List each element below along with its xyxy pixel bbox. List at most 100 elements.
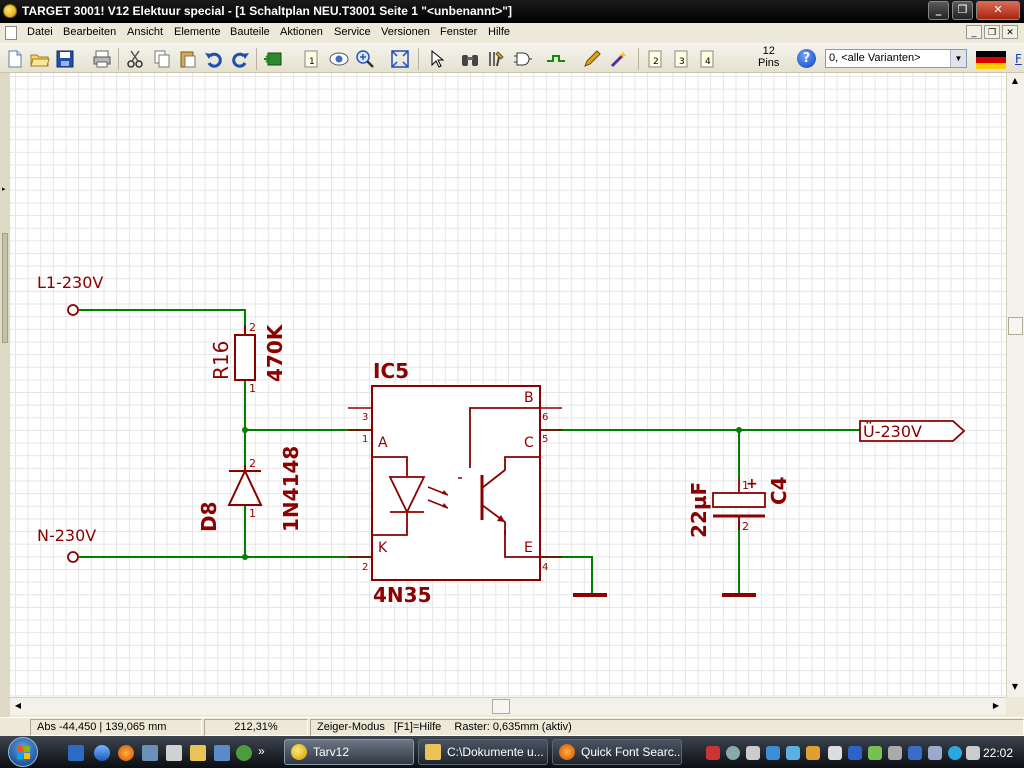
optocoupler-ic5[interactable]: IC5 4N35 A K B C E 3 1 2 6 5 4 <box>348 359 562 607</box>
binoculars-icon[interactable] <box>460 49 480 69</box>
app-quicklaunch-icon[interactable] <box>236 745 252 761</box>
minimize-button[interactable]: _ <box>928 1 949 20</box>
redo-icon[interactable] <box>230 49 250 69</box>
symbol-gate-icon[interactable] <box>513 49 533 69</box>
close-button[interactable]: ✕ <box>976 1 1020 20</box>
zoom-icon[interactable] <box>355 49 375 69</box>
calculator-icon[interactable] <box>166 745 182 761</box>
menu-versionen[interactable]: Versionen <box>381 26 430 38</box>
firefox-icon[interactable] <box>118 745 134 761</box>
menu-hilfe[interactable]: Hilfe <box>488 26 511 38</box>
menu-aktionen[interactable]: Aktionen <box>280 26 323 38</box>
tray-security-icon[interactable] <box>706 746 720 760</box>
start-button[interactable] <box>8 737 38 767</box>
panel-splitter[interactable] <box>2 233 8 343</box>
n-connector[interactable] <box>67 551 79 563</box>
tray-audio-icon[interactable] <box>746 746 760 760</box>
scroll-down-arrow-icon[interactable]: ▼ <box>1011 682 1019 691</box>
n-label[interactable]: N-230V <box>37 526 96 545</box>
junction-dot[interactable] <box>242 554 248 560</box>
mdi-minimize-button[interactable]: _ <box>966 25 982 39</box>
tray-monitor-icon[interactable] <box>786 746 800 760</box>
tray-speaker-icon[interactable] <box>888 746 902 760</box>
undo-icon[interactable] <box>204 49 224 69</box>
menu-ansicht[interactable]: Ansicht <box>127 26 164 38</box>
copy-icon[interactable] <box>152 49 172 69</box>
menu-fenster[interactable]: Fenster <box>440 26 478 38</box>
german-flag-icon[interactable] <box>976 51 1006 69</box>
print-icon[interactable] <box>92 49 112 69</box>
tray-update-icon[interactable] <box>726 746 740 760</box>
title-bar[interactable]: TARGET 3001! V12 Elektuur special - [1 S… <box>0 0 1024 23</box>
expand-arrow-icon[interactable]: ▸ <box>2 185 6 193</box>
language-link[interactable]: F <box>1015 52 1022 66</box>
l1-label[interactable]: L1-230V <box>37 273 103 292</box>
open-folder-icon[interactable] <box>30 49 50 69</box>
save-icon[interactable] <box>55 49 75 69</box>
l1-connector[interactable] <box>67 304 79 316</box>
menu-service[interactable]: Service <box>334 26 371 38</box>
scroll-up-arrow-icon[interactable]: ▲ <box>1011 76 1019 85</box>
task-firefox[interactable]: Quick Font Searc... <box>552 739 682 765</box>
tray-app-icon[interactable] <box>948 746 962 760</box>
menu-bearbeiten[interactable]: Bearbeiten <box>63 26 117 38</box>
view-eye-icon[interactable] <box>329 49 349 69</box>
junction-dot[interactable] <box>736 427 742 433</box>
mdi-restore-button[interactable]: ❐ <box>984 25 1000 39</box>
pen-icon[interactable] <box>582 49 602 69</box>
bluetooth-icon[interactable] <box>848 746 862 760</box>
restore-button[interactable]: ❐ <box>952 1 973 20</box>
folder-quicklaunch-icon[interactable] <box>190 745 206 761</box>
task-tarv12[interactable]: Tarv12 <box>284 739 414 765</box>
horizontal-scrollbar[interactable]: ◀ ▶ <box>10 697 1006 715</box>
horizontal-scroll-thumb[interactable] <box>492 699 510 714</box>
ie-icon[interactable] <box>94 745 110 761</box>
show-desktop-icon[interactable] <box>68 745 84 761</box>
pcb-layout-icon[interactable] <box>263 49 283 69</box>
help-icon[interactable]: ? <box>797 49 816 68</box>
tray-network-icon[interactable] <box>766 746 780 760</box>
vertical-scroll-thumb[interactable] <box>1008 317 1023 335</box>
wire-icon[interactable] <box>546 49 566 69</box>
media-icon[interactable] <box>214 745 230 761</box>
tray-app-icon[interactable] <box>966 746 980 760</box>
menu-bauteile[interactable]: Bauteile <box>230 26 270 38</box>
explorer-icon[interactable] <box>142 745 158 761</box>
tray-network-icon[interactable] <box>908 746 922 760</box>
task-explorer[interactable]: C:\Dokumente u... <box>418 739 548 765</box>
menu-datei[interactable]: Datei <box>27 26 53 38</box>
left-panel-gutter[interactable]: ▸ <box>0 73 10 717</box>
magic-wand-icon[interactable] <box>608 49 628 69</box>
page-2-icon[interactable]: 2 <box>645 49 665 69</box>
tools-icon[interactable] <box>486 49 506 69</box>
resistor-r16[interactable]: 2 1 R16 470K <box>209 321 287 395</box>
page-4-icon[interactable]: 4 <box>697 49 717 69</box>
variant-select[interactable]: 0, <alle Varianten> ▼ <box>825 49 967 68</box>
page-1-icon[interactable]: 1 <box>301 49 321 69</box>
junction-dot[interactable] <box>242 427 248 433</box>
mdi-close-button[interactable]: ✕ <box>1002 25 1018 39</box>
capacitor-c4[interactable]: 1 + 2 22µF C4 <box>687 476 791 538</box>
zoom-fit-icon[interactable] <box>390 49 410 69</box>
scroll-right-arrow-icon[interactable]: ▶ <box>992 701 1000 710</box>
tray-app-icon[interactable] <box>828 746 842 760</box>
new-file-icon[interactable] <box>5 49 25 69</box>
vertical-scrollbar[interactable]: ▲ ▼ <box>1006 73 1024 697</box>
tray-battery-icon[interactable] <box>868 746 882 760</box>
quicklaunch-more[interactable]: » <box>258 744 265 758</box>
menu-elemente[interactable]: Elemente <box>174 26 221 38</box>
output-port-u230v[interactable]: Ü-230V <box>859 420 966 442</box>
chevron-down-icon[interactable]: ▼ <box>950 50 966 67</box>
taskbar-clock[interactable]: 22:02 <box>983 746 1014 760</box>
paste-icon[interactable] <box>178 49 198 69</box>
tray-app-icon[interactable] <box>928 746 942 760</box>
tray-app-icon[interactable] <box>806 746 820 760</box>
diode-d8[interactable]: 2 1 D8 1N4148 <box>197 446 303 532</box>
document-icon[interactable] <box>5 26 17 40</box>
page-3-icon[interactable]: 3 <box>671 49 691 69</box>
scroll-left-arrow-icon[interactable]: ◀ <box>14 701 22 710</box>
target-app-icon[interactable] <box>3 4 17 18</box>
cut-icon[interactable] <box>125 49 145 69</box>
schematic-canvas[interactable]: L1-230V N-230V 2 1 R16 470K 2 <box>10 73 1006 697</box>
pointer-icon[interactable] <box>427 49 447 69</box>
